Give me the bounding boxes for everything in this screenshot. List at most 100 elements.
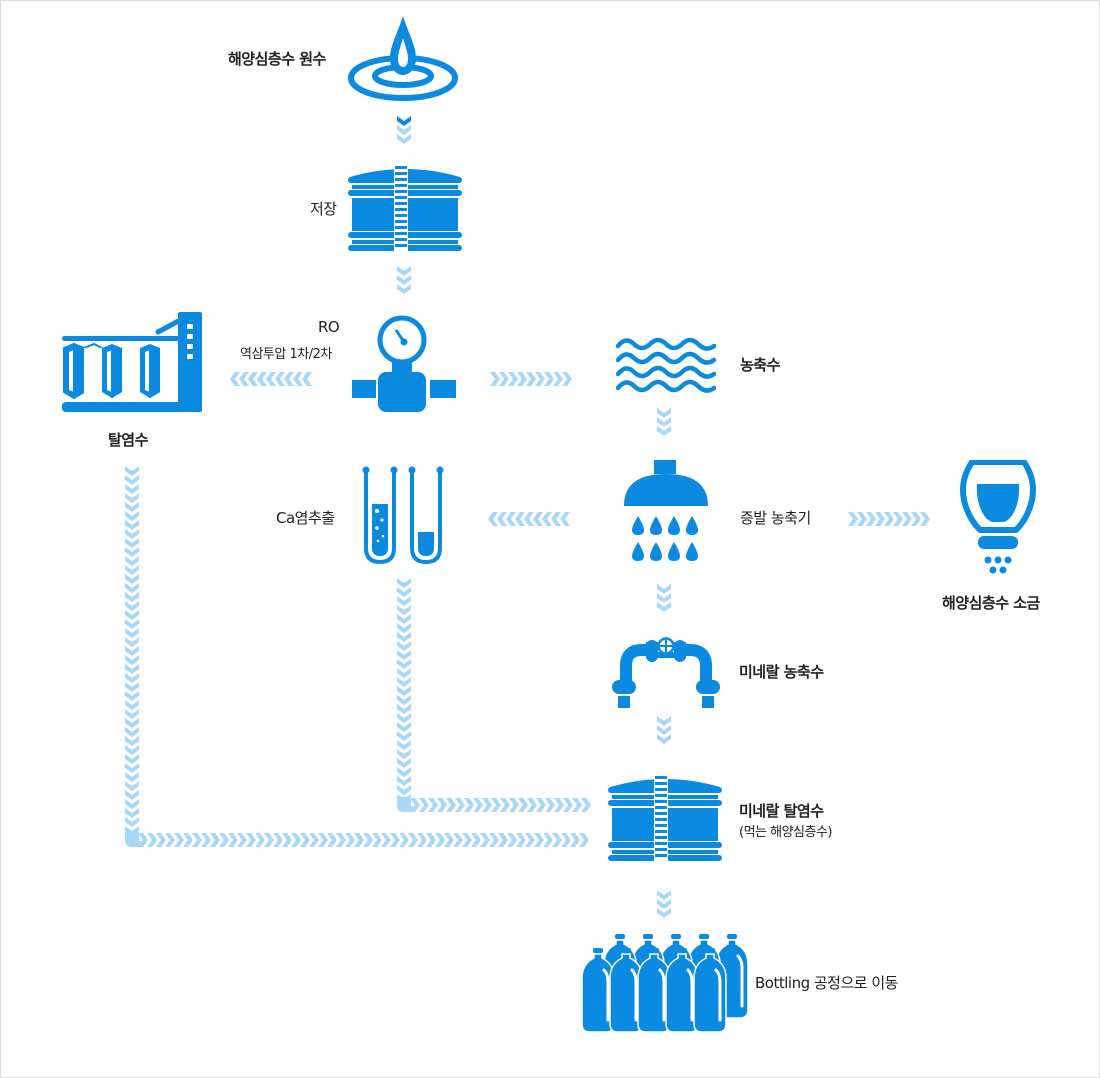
arrow-tank-to-bottling <box>657 890 671 900</box>
arrow-desalinated-to-tank-vertical <box>125 637 139 647</box>
arrow-ca-to-tank-vertical <box>397 686 411 696</box>
arrow-evaporator-to-mineral-concentrate <box>657 593 671 603</box>
arrow-ro-to-desalinated <box>239 372 249 386</box>
arrow-ro-to-concentrate <box>508 372 518 386</box>
arrow-desalinated-to-tank-vertical <box>125 493 139 503</box>
arrow-ca-to-tank-vertical <box>397 632 411 642</box>
arrow-ro-to-desalinated <box>248 372 258 386</box>
arrow-desalinated-to-tank-horizontal <box>345 833 355 847</box>
arrow-evaporator-to-salt <box>911 512 921 526</box>
arrow-ca-to-tank-vertical <box>397 623 411 633</box>
arrow-desalinated-to-tank-vertical <box>125 592 139 602</box>
arrow-desalinated-to-tank-horizontal <box>390 833 400 847</box>
arrow-ca-to-tank-vertical <box>397 668 411 678</box>
arrow-desalinated-to-tank-vertical <box>125 511 139 521</box>
arrow-desalinated-to-tank-vertical <box>125 547 139 557</box>
arrow-desalinated-to-tank-horizontal <box>372 833 382 847</box>
arrow-desalinated-to-tank-horizontal <box>543 833 553 847</box>
test-tubes-icon <box>362 466 444 565</box>
arrow-ca-to-tank-vertical <box>397 731 411 741</box>
arrow-ca-to-tank-horizontal <box>536 798 546 812</box>
arrow-desalinated-to-tank-vertical <box>125 628 139 638</box>
arrow-ro-to-desalinated <box>257 372 267 386</box>
arrow-desalinated-to-tank-horizontal <box>453 833 463 847</box>
bottle-front <box>609 948 643 1032</box>
arrow-ro-to-desalinated <box>302 372 312 386</box>
water-drop-ripple-icon <box>348 16 458 101</box>
arrow-desalinated-to-tank-vertical <box>125 745 139 755</box>
label-bottling: Bottling 공정으로 이동 <box>755 974 898 992</box>
label-mineral-desalinated-sub: (먹는 해양심층수) <box>739 825 833 840</box>
arrow-desalinated-to-tank-horizontal <box>417 833 427 847</box>
arrow-desalinated-to-tank-vertical <box>125 466 139 476</box>
arrow-desalinated-to-tank-horizontal <box>273 833 283 847</box>
arrow-desalinated-to-tank-horizontal <box>309 833 319 847</box>
label-salt: 해양심층수 소금 <box>942 594 1040 612</box>
arrow-ca-to-tank-horizontal <box>500 798 510 812</box>
arrow-evaporator-to-ca <box>560 512 570 526</box>
arrow-desalinated-to-tank-vertical <box>125 727 139 737</box>
arrow-ca-to-tank-horizontal <box>446 798 456 812</box>
arrow-ca-to-tank-horizontal <box>437 798 447 812</box>
arrow-desalinated-to-tank-vertical <box>125 754 139 764</box>
arrow-desalinated-to-tank-horizontal <box>408 833 418 847</box>
arrow-evaporator-to-salt <box>848 512 858 526</box>
arrow-desalinated-to-tank-horizontal <box>318 833 328 847</box>
label-mineral-concentrate: 미네랄 농축수 <box>739 663 824 681</box>
arrow-desalinated-to-tank-horizontal <box>507 833 517 847</box>
arrow-desalinated-to-tank-vertical <box>125 808 139 818</box>
pipe-valve-icon <box>612 637 720 708</box>
arrow-desalinated-to-tank-horizontal <box>435 833 445 847</box>
arrow-ca-to-tank-vertical <box>397 758 411 768</box>
arrow-desalinated-to-tank-vertical <box>125 673 139 683</box>
arrow-desalinated-to-tank-horizontal <box>471 833 481 847</box>
arrow-evaporator-to-mineral-concentrate <box>657 602 671 612</box>
arrow-evaporator-to-ca <box>515 512 525 526</box>
arrow-ca-to-tank-vertical <box>397 650 411 660</box>
arrow-ca-to-tank-vertical <box>397 713 411 723</box>
arrow-ca-to-tank-horizontal <box>527 798 537 812</box>
arrow-ca-to-tank-vertical <box>397 587 411 597</box>
arrow-ca-to-tank-vertical <box>397 695 411 705</box>
arrow-desalinated-to-tank-vertical <box>125 763 139 773</box>
arrow-desalinated-to-tank-vertical <box>125 574 139 584</box>
waves-icon <box>616 337 716 393</box>
arrow-concentrate-to-evaporator <box>657 417 671 427</box>
shower-head-icon <box>624 460 708 561</box>
arrow-desalinated-to-tank-vertical <box>125 799 139 809</box>
arrow-desalinated-to-tank-horizontal <box>570 833 580 847</box>
arrow-desalinated-to-tank-horizontal <box>228 833 238 847</box>
arrow-desalinated-to-tank-horizontal <box>480 833 490 847</box>
label-desalinated: 탈염수 <box>108 431 148 449</box>
arrow-desalinated-to-tank-horizontal <box>183 833 193 847</box>
arrow-desalinated-to-tank-horizontal <box>399 833 409 847</box>
arrow-ca-to-tank-vertical <box>397 596 411 606</box>
arrow-desalinated-to-tank-vertical <box>125 520 139 530</box>
label-storage: 저장 <box>310 200 337 218</box>
arrow-desalinated-to-tank-vertical <box>125 610 139 620</box>
arrow-desalinated-to-tank-vertical <box>125 736 139 746</box>
arrow-evaporator-to-salt <box>884 512 894 526</box>
arrow-desalinated-to-tank-horizontal <box>327 833 337 847</box>
arrow-desalinated-to-tank-horizontal <box>282 833 292 847</box>
arrow-ca-to-tank-vertical <box>397 785 411 795</box>
bottle-front <box>693 948 727 1032</box>
arrow-desalinated-to-tank-vertical <box>125 709 139 719</box>
arrow-ca-to-tank-horizontal <box>473 798 483 812</box>
arrow-evaporator-to-mineral-concentrate <box>657 584 671 594</box>
arrow-ro-to-concentrate <box>499 372 509 386</box>
arrow-desalinated-to-tank-horizontal <box>552 833 562 847</box>
arrow-mineral-concentrate-to-tank <box>657 725 671 735</box>
arrow-ro-to-desalinated <box>230 372 240 386</box>
arrow-ca-to-tank-horizontal <box>563 798 573 812</box>
filter-plant-icon <box>62 312 202 412</box>
arrow-desalinated-to-tank-horizontal <box>354 833 364 847</box>
label-concentrate: 농축수 <box>740 356 780 374</box>
arrow-desalinated-to-tank-vertical <box>125 556 139 566</box>
arrow-storage-to-ro <box>397 284 411 294</box>
arrow-source-to-storage <box>397 125 411 135</box>
arrow-desalinated-to-tank-vertical <box>125 484 139 494</box>
arrow-evaporator-to-salt <box>920 512 930 526</box>
storage-tank-icon <box>348 163 462 253</box>
